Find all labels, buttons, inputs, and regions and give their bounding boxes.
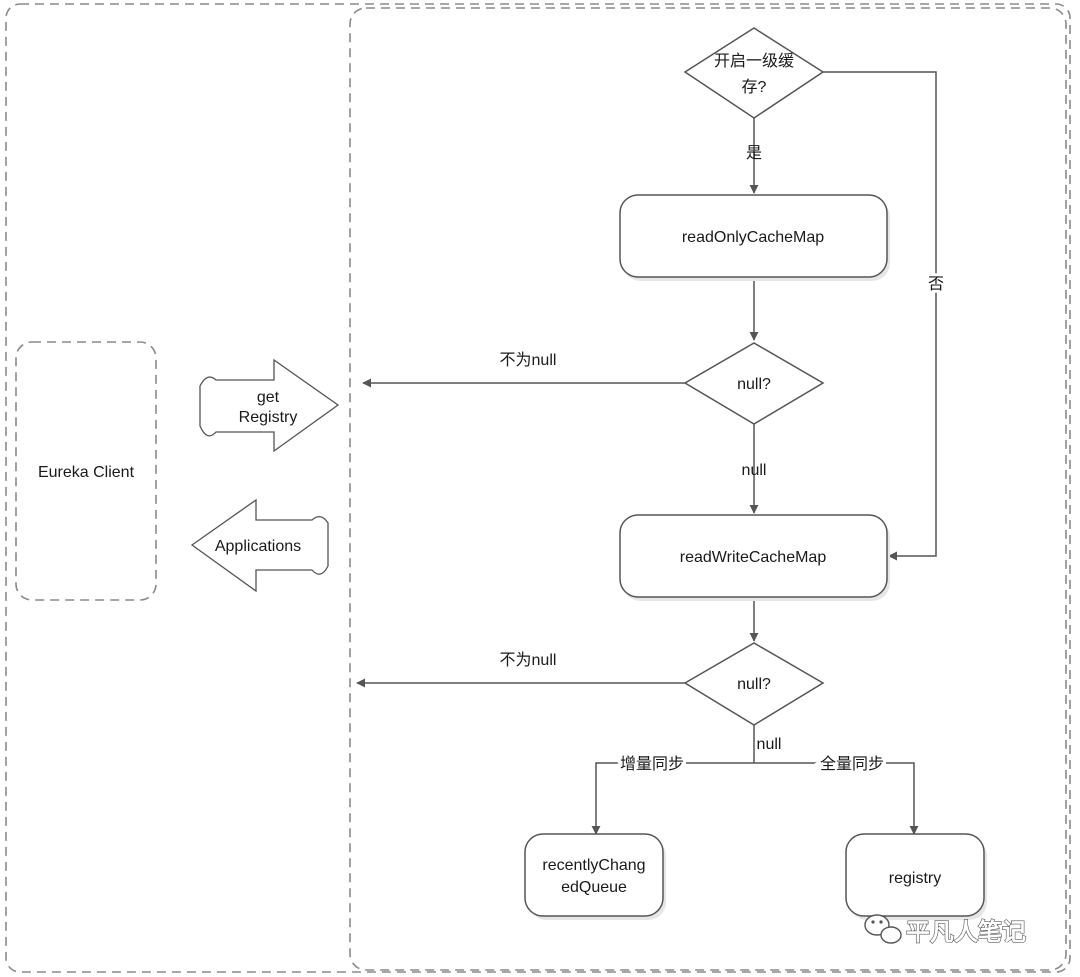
watermark: 平凡人笔记	[864, 914, 1027, 947]
readonly-cache-box: readOnlyCacheMap	[619, 194, 890, 281]
eureka-client-box	[15, 341, 157, 601]
wechat-icon	[864, 914, 902, 944]
get-registry-label-line1: get	[257, 389, 280, 406]
recent-queue-line2: edQueue	[561, 879, 627, 896]
watermark-text: 平凡人笔记	[906, 918, 1026, 946]
applications-arrow: Applications	[190, 498, 329, 593]
decision-enable-cache: 开启一级缓 存?	[683, 27, 825, 119]
edge-cache-no	[823, 71, 937, 561]
decision-cache-line2: 存?	[742, 78, 767, 96]
recently-changed-queue-box: recentlyChang edQueue	[524, 833, 666, 920]
yes-label: 是	[746, 145, 762, 162]
eureka-server-container	[349, 7, 1067, 971]
null-check-2-label: null?	[737, 676, 771, 693]
edge-full	[754, 762, 919, 835]
null-2-label: null	[757, 736, 782, 753]
connectors	[356, 71, 937, 835]
edge-incremental	[591, 762, 754, 835]
no-label: 否	[928, 276, 944, 293]
null-check-1-label: null?	[737, 376, 771, 393]
readonly-cache-label: readOnlyCacheMap	[682, 229, 824, 246]
registry-box: registry	[845, 833, 987, 920]
not-null-1-label: 不为null	[500, 351, 557, 369]
null-1-label: null	[742, 462, 767, 479]
full-sync-label: 全量同步	[820, 755, 884, 773]
outer-container	[5, 3, 1071, 973]
incremental-sync-label: 增量同步	[620, 755, 684, 773]
decision-cache-line1: 开启一级缓	[714, 52, 794, 70]
readwrite-cache-box: readWriteCacheMap	[619, 514, 890, 601]
recent-queue-line1: recentlyChang	[542, 857, 645, 874]
get-registry-label-line2: Registry	[239, 409, 298, 426]
readwrite-cache-label: readWriteCacheMap	[680, 549, 827, 566]
get-registry-arrow: get Registry	[199, 358, 340, 453]
decision-null-1: null?	[683, 342, 825, 425]
registry-label: registry	[889, 870, 941, 887]
applications-label: Applications	[215, 538, 301, 555]
decision-null-2: null?	[683, 642, 825, 726]
eureka-client-label: Eureka Client	[38, 464, 135, 481]
not-null-2-label: 不为null	[500, 651, 557, 669]
